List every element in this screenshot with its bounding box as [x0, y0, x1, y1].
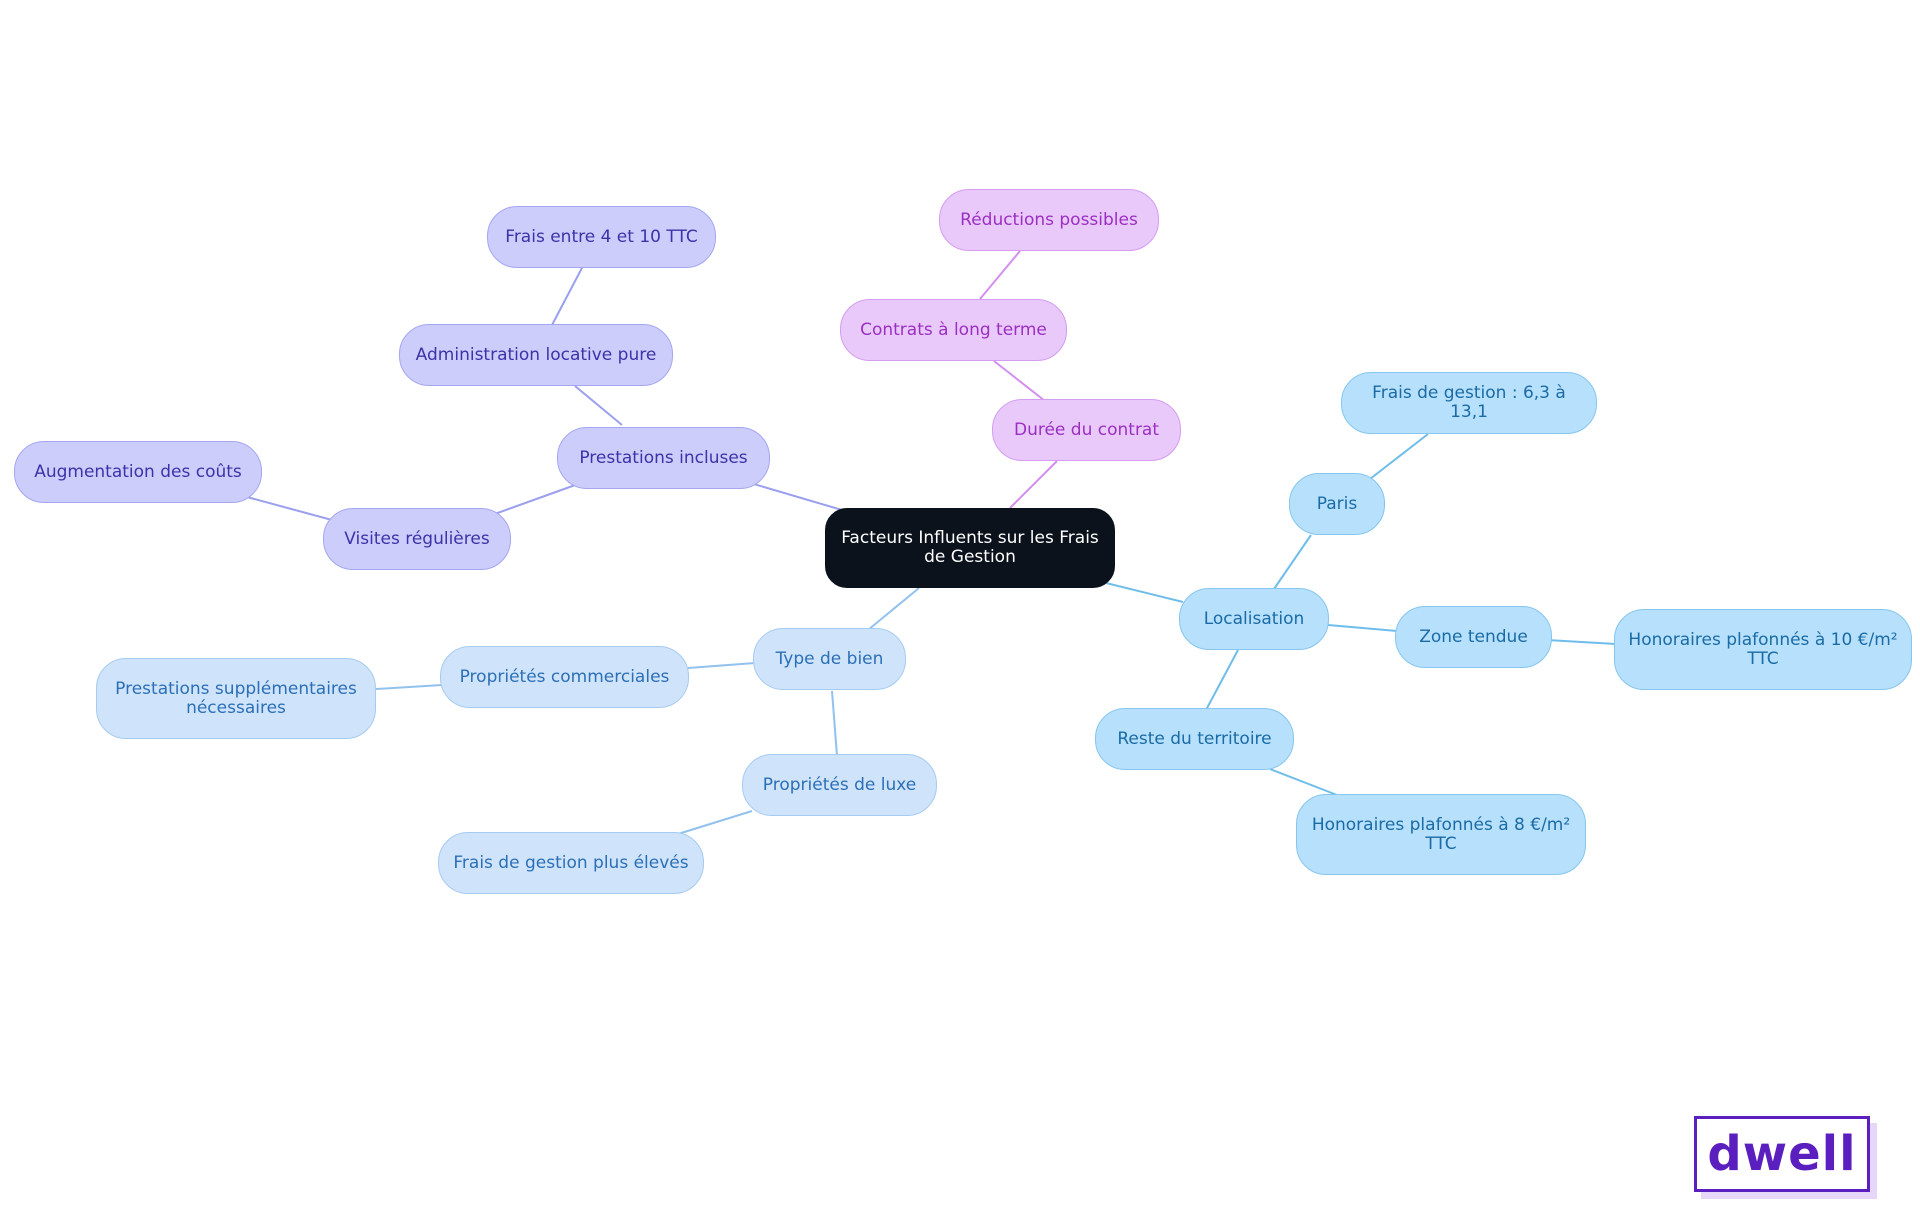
node-duree-contrat[interactable]: Durée du contrat: [992, 399, 1181, 461]
edge-commerciales-note: [375, 684, 443, 690]
node-frais-plus-eleves[interactable]: Frais de gestion plus élevés: [438, 832, 704, 894]
node-augmentation-couts[interactable]: Augmentation des coûts: [14, 441, 262, 503]
node-prestations-supplementaires[interactable]: Prestations supplémentaires nécessaires: [96, 658, 376, 739]
edge-luxe-fees: [677, 810, 753, 835]
edge-visites-cost: [246, 496, 333, 521]
edge-localisation-reste: [1205, 649, 1239, 711]
edge-admin-fees: [551, 265, 584, 326]
edge-type-luxe: [831, 690, 838, 757]
edge-localisation-paris: [1273, 534, 1312, 590]
node-paris[interactable]: Paris: [1289, 473, 1385, 535]
dwell-logo: dwell: [1694, 1116, 1870, 1192]
edge-duree-contrats: [993, 360, 1046, 402]
edge-reste-fees: [1269, 768, 1338, 796]
node-visites-regulieres[interactable]: Visites régulières: [323, 508, 511, 570]
edge-contrats-reductions: [979, 250, 1021, 300]
node-zone-tendue[interactable]: Zone tendue: [1395, 606, 1552, 668]
root-node[interactable]: Facteurs Influents sur les Frais de Gest…: [825, 508, 1115, 588]
node-paris-frais[interactable]: Frais de gestion : 6,3 à 13,1: [1341, 372, 1597, 434]
edge-root-type: [867, 587, 920, 631]
edge-root-duree: [1009, 460, 1058, 509]
node-localisation[interactable]: Localisation: [1179, 588, 1329, 650]
edge-paris-fees: [1369, 433, 1429, 480]
node-proprietes-commerciales[interactable]: Propriétés commerciales: [440, 646, 689, 708]
node-frais-4-10[interactable]: Frais entre 4 et 10 TTC: [487, 206, 716, 268]
node-zone-honoraires[interactable]: Honoraires plafonnés à 10 €/m² TTC: [1614, 609, 1912, 690]
edge-prestations-visites: [491, 483, 579, 516]
node-reste-territoire[interactable]: Reste du territoire: [1095, 708, 1294, 770]
node-reste-honoraires[interactable]: Honoraires plafonnés à 8 €/m² TTC: [1296, 794, 1586, 875]
node-proprietes-luxe[interactable]: Propriétés de luxe: [742, 754, 937, 816]
edge-prestations-admin: [574, 385, 623, 426]
edge-zone-fees: [1546, 639, 1617, 645]
node-contrats-long-terme[interactable]: Contrats à long terme: [840, 299, 1067, 361]
node-type-de-bien[interactable]: Type de bien: [753, 628, 906, 690]
node-reductions-possibles[interactable]: Réductions possibles: [939, 189, 1159, 251]
edge-root-localisation: [1105, 582, 1184, 603]
node-administration-locative[interactable]: Administration locative pure: [399, 324, 673, 386]
edge-type-commerciales: [687, 662, 756, 669]
node-prestations-incluses[interactable]: Prestations incluses: [557, 427, 770, 489]
edge-localisation-zone: [1327, 624, 1398, 632]
